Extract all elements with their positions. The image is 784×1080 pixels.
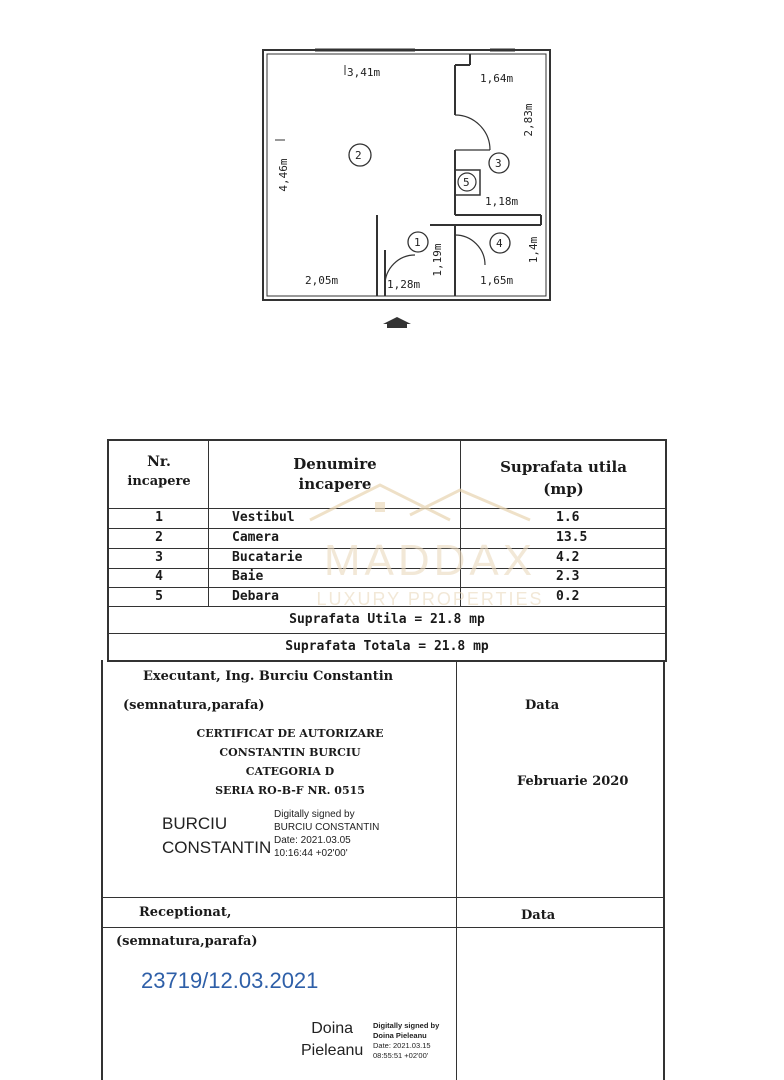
digital-sig-line: 10:16:44 +02'00': [274, 848, 348, 859]
signer-line: CONSTANTIN: [162, 838, 272, 857]
dimension-label: 1,65m: [480, 274, 513, 287]
watermark-brand: MADDAX: [324, 536, 536, 585]
dimension-label: 1,19m: [431, 243, 444, 276]
room-number: 1: [414, 236, 421, 249]
header-name-line2: incapere: [298, 475, 372, 493]
row-name: Debara: [232, 589, 279, 604]
digital-sig-line: BURCIU CONSTANTIN: [274, 822, 380, 833]
row-name: Baie: [232, 569, 264, 584]
digital-sig-line: Digitally signed by: [373, 1021, 440, 1030]
row-nr: 3: [155, 550, 163, 565]
signer-line: BURCIU: [162, 814, 228, 833]
dimension-label: 2,83m: [522, 103, 535, 136]
floor-plan: 2 3 5 1 4 3,41m 1,64m 2,83m 4,46m 1,18m …: [255, 40, 555, 340]
header-area-line1: Suprafata utila: [500, 458, 627, 476]
receptionat-sig-label: (semnatura,parafa): [116, 934, 258, 949]
room-number: 2: [355, 149, 362, 162]
entrance-arrow-icon: [383, 317, 411, 324]
header-nr-line2: incapere: [127, 474, 191, 489]
stamp-line: CONSTANTIN BURCIU: [219, 746, 361, 759]
receptionat-label: Receptionat,: [139, 905, 232, 920]
dimension-label: 1,64m: [480, 72, 513, 85]
signer-line: Pieleanu: [301, 1042, 364, 1059]
room-number: 3: [495, 157, 502, 170]
row-area: 13.5: [556, 530, 588, 545]
receptionat-digital-signature: Digitally signed by Doina Pieleanu Date:…: [373, 1021, 439, 1061]
row-nr: 2: [155, 530, 163, 545]
executant-signer-name: BURCIU CONSTANTIN: [162, 812, 271, 860]
total-useful: Suprafata Utila = 21.8 mp: [289, 612, 485, 627]
header-area-line2: (mp): [543, 480, 584, 498]
header-area: Suprafata utila (mp): [462, 456, 665, 500]
digital-sig-line: Date: 2021.03.05: [274, 835, 351, 846]
header-name: Denumire incapere: [210, 454, 460, 494]
executant-digital-signature: Digitally signed by BURCIU CONSTANTIN Da…: [274, 808, 379, 860]
floor-plan-drawing: 2 3 5 1 4 3,41m 1,64m 2,83m 4,46m 1,18m …: [262, 48, 551, 328]
row-name: Camera: [232, 530, 279, 545]
stamp-line: SERIA RO-B-F NR. 0515: [215, 784, 365, 797]
header-nr: Nr. incapere: [110, 452, 208, 492]
executant-label: Executant, Ing. Burciu Constantin: [143, 669, 394, 684]
executant-date-label: Data: [525, 698, 560, 713]
row-nr: 1: [155, 510, 163, 525]
executant-date-value: Februarie 2020: [517, 774, 629, 789]
row-area: 2.3: [556, 569, 580, 584]
row-area: 0.2: [556, 589, 580, 604]
digital-sig-line: Digitally signed by: [274, 809, 355, 820]
stamp-line: CATEGORIA D: [245, 765, 335, 778]
dimension-label: 1,18m: [485, 195, 518, 208]
digital-sig-line: Doina Pieleanu: [373, 1031, 427, 1040]
receptionat-signer-name: Doina Pieleanu: [301, 1018, 363, 1062]
dimension-label: 2,05m: [305, 274, 338, 287]
row-name: Bucatarie: [232, 550, 303, 565]
row-area: 4.2: [556, 550, 580, 565]
receptionat-date-label: Data: [521, 908, 556, 923]
stamp-line: CERTIFICAT DE AUTORIZARE: [196, 727, 384, 740]
registration-number: 23719/12.03.2021: [141, 968, 319, 993]
signer-line: Doina: [311, 1020, 354, 1037]
dimension-label: 1,28m: [387, 278, 420, 291]
row-area: 1.6: [556, 510, 580, 525]
dimension-label: 4,46m: [277, 158, 290, 191]
row-nr: 5: [155, 589, 163, 604]
digital-sig-line: 08:55:51 +02'00': [373, 1051, 429, 1060]
header-name-line1: Denumire: [293, 455, 377, 473]
row-name: Vestibul: [232, 510, 295, 525]
room-number: 4: [496, 237, 503, 250]
authorization-stamp: CERTIFICAT DE AUTORIZARE CONSTANTIN BURC…: [185, 724, 395, 800]
total-all: Suprafata Totala = 21.8 mp: [285, 639, 489, 654]
dimension-label: 3,41m: [347, 66, 380, 79]
header-nr-line1: Nr.: [147, 454, 171, 470]
dimension-label: 1,4m: [527, 236, 540, 263]
digital-sig-line: Date: 2021.03.15: [373, 1041, 431, 1050]
row-nr: 4: [155, 569, 163, 584]
executant-sig-label: (semnatura,parafa): [123, 698, 265, 713]
room-number: 5: [463, 176, 470, 189]
